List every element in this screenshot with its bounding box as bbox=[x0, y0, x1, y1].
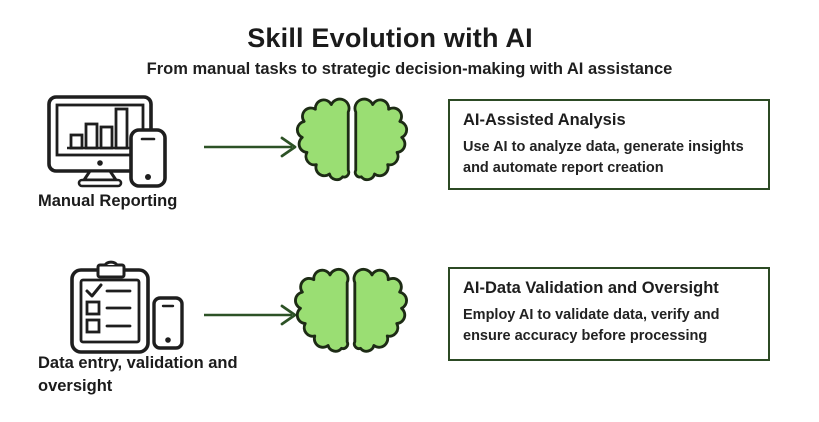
brain-icon bbox=[294, 267, 408, 353]
card-body: Employ AI to validate data, verify and e… bbox=[463, 306, 720, 344]
right-arrow-icon bbox=[204, 304, 297, 326]
card-ai-assisted-analysis: AI-Assisted Analysis Use AI to analyze d… bbox=[448, 99, 770, 190]
clipboard-checklist-phone-icon bbox=[70, 260, 184, 354]
brain-icon bbox=[295, 97, 409, 182]
card-title: AI-Data Validation and Oversight bbox=[463, 279, 719, 297]
page-title: Skill Evolution with AI bbox=[247, 23, 533, 53]
right-arrow-icon bbox=[204, 136, 297, 158]
row1-label: Manual Reporting bbox=[38, 192, 178, 210]
card-ai-data-validation: AI-Data Validation and Oversight Employ … bbox=[448, 267, 770, 361]
card-title: AI-Assisted Analysis bbox=[463, 111, 626, 129]
page-subtitle: From manual tasks to strategic decision-… bbox=[146, 60, 673, 78]
card-body: Use AI to analyze data, generate insight… bbox=[463, 138, 744, 176]
row2-label: Data entry, validation and oversight bbox=[38, 354, 238, 396]
monitor-bar-chart-phone-icon bbox=[47, 95, 167, 188]
